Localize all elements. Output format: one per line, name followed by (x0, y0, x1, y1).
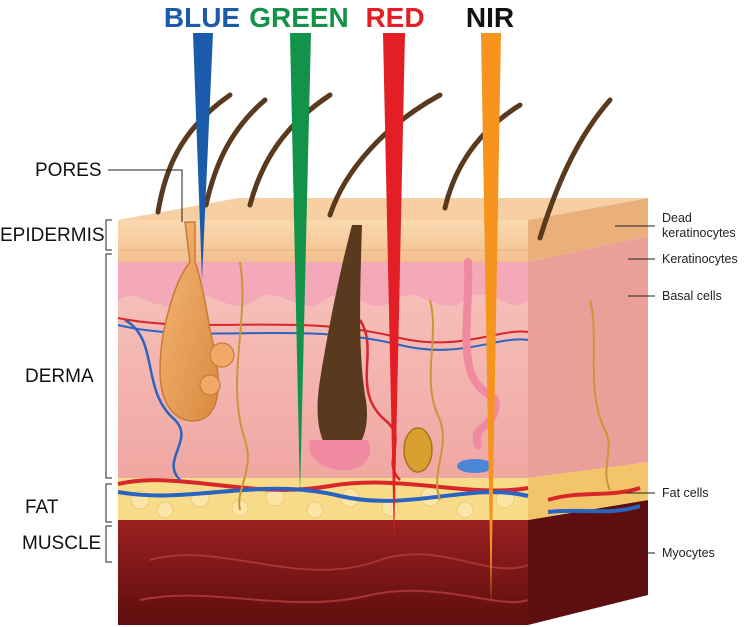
myocytes-label: Myocytes (662, 546, 715, 560)
blue-light-label: BLUE (164, 2, 240, 33)
red-light-label: RED (365, 2, 424, 33)
muscle-fiber (139, 589, 529, 604)
derma-label: DERMA (25, 366, 94, 387)
nir-light-label: NIR (466, 2, 514, 33)
fat-bracket (105, 483, 112, 523)
hair-follicle (317, 225, 368, 455)
artery (117, 478, 529, 493)
fat-side (528, 462, 648, 520)
epidermis-layer (118, 220, 528, 262)
muscle-fiber (149, 553, 529, 571)
capillary-vein (124, 318, 183, 481)
nerve-ending (457, 459, 493, 473)
artery-side (547, 486, 641, 502)
green-light-beam (290, 33, 311, 495)
green-light-label: GREEN (249, 2, 349, 33)
muscle-layer (118, 520, 528, 625)
nerve (236, 261, 249, 511)
red-light-beam (383, 33, 405, 545)
pores-leader-line (108, 169, 183, 222)
blue-light-beam (193, 33, 213, 280)
muscle-side (528, 500, 648, 625)
muscle-bracket (105, 525, 112, 563)
gland-lobe (199, 374, 221, 396)
epidermis-side (528, 198, 648, 262)
pores-label: PORES (35, 160, 102, 181)
light-beams (193, 33, 501, 605)
hair-papilla (309, 440, 371, 470)
fat-cells-label: Fat cells (662, 486, 709, 500)
hairs (155, 92, 613, 241)
layer-labels: PORES EPIDERMIS DERMA FAT MUSCLE (0, 160, 183, 563)
derma-side (528, 236, 648, 478)
fat-label: FAT (25, 497, 59, 518)
skin-block (117, 198, 648, 625)
derma-bracket (105, 253, 112, 479)
gland-lobe (209, 342, 235, 368)
vein (117, 486, 529, 503)
basal-layer (118, 262, 528, 307)
pacinian-corpuscle (403, 427, 433, 473)
light-labels: BLUE GREEN RED NIR (164, 2, 514, 33)
sebaceous-gland (159, 221, 219, 422)
basal-cells-label: Basal cells (662, 289, 722, 303)
nerve-side (589, 299, 611, 491)
epidermis-bracket (105, 219, 112, 251)
muscle-label: MUSCLE (22, 533, 101, 554)
keratinocytes-label: Keratinocytes (662, 252, 738, 266)
epidermis-label: EPIDERMIS (0, 225, 105, 246)
dead-keratinocytes-label-line2: keratinocytes (662, 226, 736, 240)
cell-labels: Dead keratinocytes Keratinocytes Basal c… (615, 211, 738, 560)
nir-light-beam (481, 33, 501, 605)
nerve (429, 299, 444, 501)
dead-keratinocytes-label-line1: Dead (662, 211, 692, 225)
vein-side (547, 504, 641, 514)
sweat-gland (462, 258, 500, 449)
